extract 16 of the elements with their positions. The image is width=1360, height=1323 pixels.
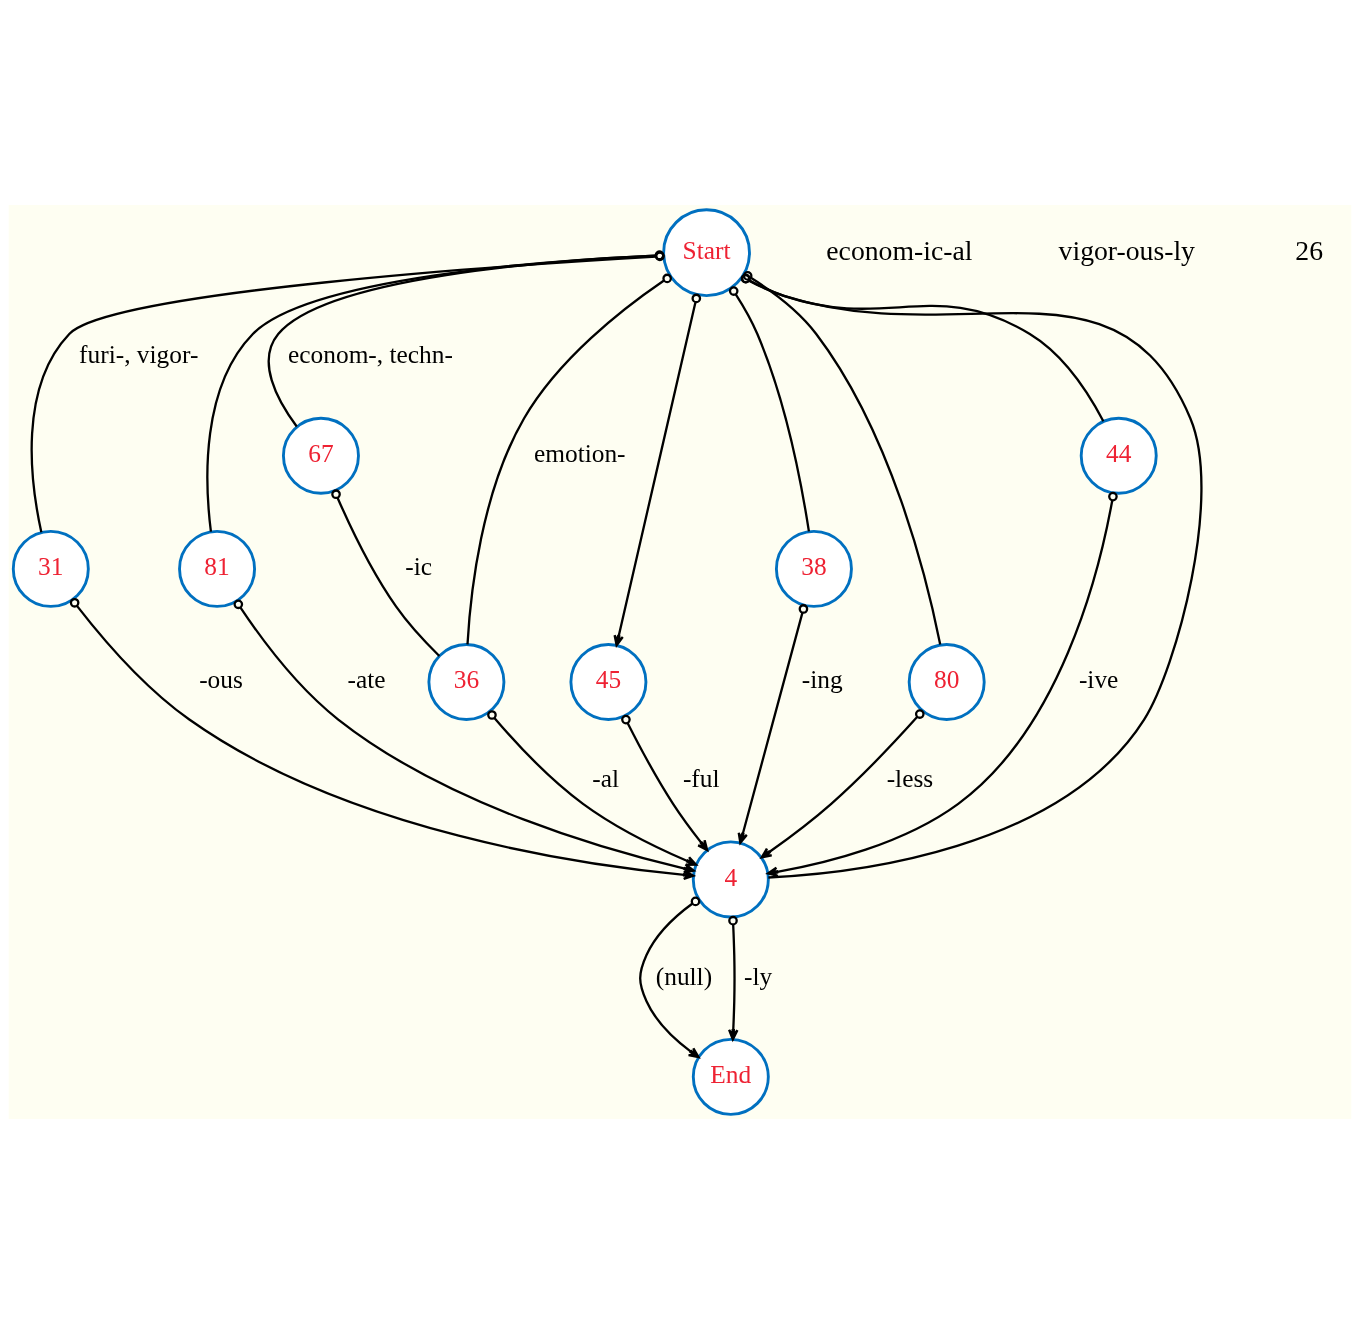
edge-label: -ing [801,664,843,693]
edge-label: -ful [682,763,720,792]
edge-label: -ive [1078,664,1119,693]
edge-label: -al [592,763,620,792]
edge-label: -ic [405,551,432,580]
edge-label: emotion- [533,438,626,467]
label: 26 [1295,234,1324,266]
edge-label: -less [886,763,934,792]
edge-label: -ate [347,664,386,693]
label: econom-ic-al [826,234,973,266]
edge-label: econom-, techn- [288,339,453,368]
edge-label: -ous [199,664,243,693]
edge-label: furi-, vigor- [79,339,199,368]
edge-label: (null) [655,961,713,990]
edge-label: -ly [744,961,773,990]
label: vigor-ous-ly [1058,234,1195,266]
